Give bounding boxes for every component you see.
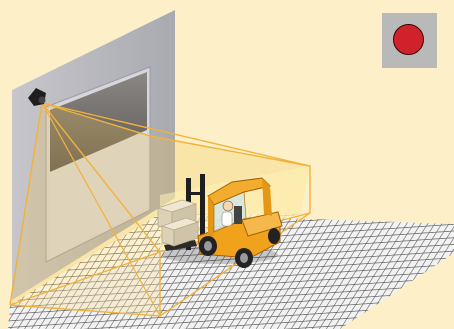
forklift-icon xyxy=(156,174,283,268)
camera-icon xyxy=(28,88,46,106)
alarm-light-icon xyxy=(393,24,424,55)
alarm-indicator-button[interactable] xyxy=(382,13,437,68)
door-shutter xyxy=(50,72,147,172)
